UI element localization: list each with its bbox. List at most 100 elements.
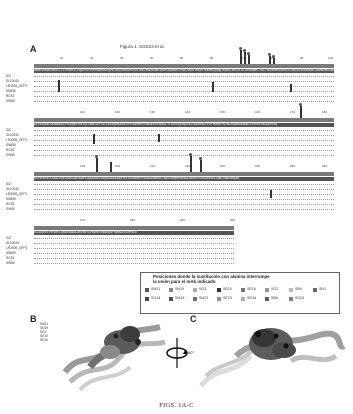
ruler-tick: 120 — [115, 110, 121, 114]
sequence-row: SW55 — [2, 261, 338, 266]
legend-swatch — [217, 297, 221, 301]
ruler-tick: 110 — [80, 110, 85, 114]
legend-swatch — [145, 288, 149, 292]
sequence-name: SW55 — [6, 99, 15, 103]
consensus-bar — [34, 64, 334, 68]
legend-swatch — [241, 297, 245, 301]
sequence-row: SW55 — [2, 207, 338, 212]
ruler-tick: 90 — [300, 56, 304, 60]
panel-label-a: A — [30, 44, 37, 54]
ruler-tick: 240 — [255, 164, 261, 168]
ruler-tick: 30 — [120, 56, 124, 60]
sequence-name: LR3008_GFP1 — [6, 84, 28, 88]
ruler-tick: 130 — [150, 110, 156, 114]
legend-item-label: SG18 — [151, 296, 161, 300]
ruler-tick: 210 — [150, 164, 156, 168]
legend-item-label: SG3 — [199, 287, 207, 291]
sequence-row: LR3008_GFP1 — [2, 138, 338, 143]
consensus-bar — [34, 172, 334, 176]
ruler-tick: 40 — [150, 56, 154, 60]
ruler-tick: 250 — [290, 164, 296, 168]
structure-legend-item: SM11 — [40, 322, 49, 326]
protein-structure-c — [199, 328, 346, 388]
sequence-row: SIZ — [2, 74, 338, 79]
structure-legend-item: SE16 — [40, 338, 48, 342]
sequence-row: RGS1 — [2, 202, 338, 207]
rotation-label: 90° — [188, 350, 195, 355]
ruler-tick: 190 — [80, 164, 86, 168]
sequence-name: SIZ — [6, 74, 11, 78]
ruler-tick: 10 — [60, 56, 64, 60]
legend-item-label: SB4 — [295, 287, 302, 291]
ruler-tick: 290 — [180, 218, 186, 222]
reference-sequence: DCFSPDTEYLSAGLPQPLDGSLHEVKWPTAQAARKDLFEQ… — [34, 177, 334, 181]
sequence-row: SIZ — [2, 182, 338, 187]
legend-item-label: SB6 — [271, 296, 278, 300]
ruler-tick: 230 — [220, 164, 226, 168]
sequence-name: RGS1 — [6, 148, 15, 152]
legend-item-label: SE23 — [223, 296, 232, 300]
legend-item-label: SM11 — [151, 287, 161, 291]
legend-swatch — [265, 297, 269, 301]
consensus-bar — [34, 118, 334, 122]
sequence-row: SL10040 — [2, 241, 338, 246]
sequence-name: SN655 — [6, 197, 16, 201]
legend-swatch — [313, 288, 317, 292]
legend-swatch — [169, 297, 173, 301]
legend-item-label: SM18 — [175, 296, 185, 300]
reference-sequence: MDSKGSSQKGSRLLLLLVVSNLLLCQGVVSTPVCPNGPGN… — [34, 69, 334, 73]
legend-swatch — [145, 297, 149, 301]
sequence-row: SL10040 — [2, 133, 338, 138]
sequence-row: SL10040 — [2, 79, 338, 84]
sequence-name: RGS1 — [6, 256, 15, 260]
figure-caption: FIGS. 1A-C — [159, 402, 194, 409]
sequence-row: LR3008_GFP1 — [2, 192, 338, 197]
sequence-row: RGS1 — [2, 256, 338, 261]
ruler-3: 190 200 210 220 230 240 250 260 — [30, 164, 338, 171]
ruler-tick: 200 — [115, 164, 121, 168]
legend-swatch — [193, 297, 197, 301]
legend-item-label: SN23 — [199, 296, 208, 300]
reference-sequence: EILSSAKELGNSWDERLPTEGQKHTSILQLVRRLGDTLHL… — [34, 123, 334, 127]
ruler-4: 270 280 290 300 — [30, 218, 338, 225]
rotation-icon — [166, 338, 188, 368]
sequence-row: SW55 — [2, 153, 338, 158]
legend-item-label: SE16 — [247, 287, 256, 291]
ruler-tick: 300 — [230, 218, 236, 222]
ruler-tick: 180 — [322, 110, 328, 114]
sequence-row: SL10040 — [2, 187, 338, 192]
ruler-tick: 280 — [130, 218, 136, 222]
sequence-row: SN655 — [2, 251, 338, 256]
sequence-row: LR3008_GFP1 — [2, 84, 338, 89]
panel-label-c: C — [190, 314, 197, 324]
sequence-row: RGS1 — [2, 94, 338, 99]
legend-swatch — [241, 288, 245, 292]
ruler-tick: 270 — [80, 218, 86, 222]
sequence-name: SIZ — [6, 236, 11, 240]
sequence-row: SN655 — [2, 197, 338, 202]
sequence-name: SN655 — [6, 89, 16, 93]
structure-legend: SM11 SN19 SG3 SE10 SE16 — [40, 322, 48, 342]
ruler-tick: 160 — [255, 110, 261, 114]
legend-item-label: SH1 — [319, 287, 326, 291]
sequence-name: RGS1 — [6, 202, 15, 206]
sequence-row: SN655 — [2, 89, 338, 94]
consensus-bar — [34, 226, 234, 230]
figure-title: Figura 1. SGD23 et al. — [120, 44, 165, 49]
structure-legend-item: SN19 — [40, 326, 48, 330]
structure-legend-item: SE10 — [40, 334, 48, 338]
ruler-tick: 20 — [90, 56, 94, 60]
ruler-tick: 100 — [328, 56, 334, 60]
legend-item-label: SG2 — [271, 287, 279, 291]
legend-swatch — [169, 288, 173, 292]
sequence-row: SN655 — [2, 143, 338, 148]
sequence-name: SL10040 — [6, 79, 19, 83]
reference-sequence: KLLEQVPLTSTNSYLQSRASWEGLEKVFRTLPSSPPATQE… — [34, 231, 234, 235]
ruler-1: 10 20 30 40 50 60 70 80 90 100 — [30, 56, 338, 63]
legend-swatch — [289, 297, 293, 301]
structure-legend-item: SG3 — [40, 330, 47, 334]
sequence-name: SN655 — [6, 251, 16, 255]
ruler-tick: 220 — [185, 164, 191, 168]
ruler-tick: 50 — [180, 56, 184, 60]
protein-structure-b — [62, 324, 166, 392]
